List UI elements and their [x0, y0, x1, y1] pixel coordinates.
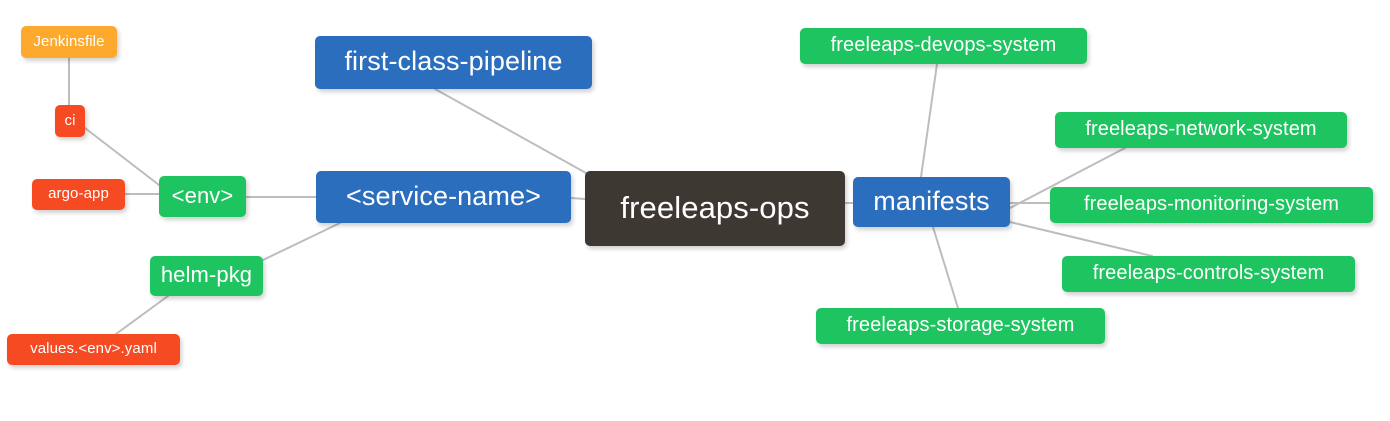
node-freeleaps-controls-system[interactable]: freeleaps-controls-system — [1062, 256, 1355, 292]
node-label: <service-name> — [346, 180, 541, 211]
node-jenkinsfile[interactable]: Jenkinsfile — [21, 26, 117, 58]
node-env[interactable]: <env> — [159, 176, 246, 217]
node-label: helm-pkg — [160, 262, 253, 287]
edge-manifests-storage — [932, 226, 959, 309]
node-label: first-class-pipeline — [344, 46, 563, 76]
node-label: freeleaps-storage-system — [846, 314, 1075, 336]
edge-service-helm — [262, 222, 341, 261]
node-helm-pkg[interactable]: helm-pkg — [150, 256, 263, 296]
edge-manifests-controls — [1009, 221, 1153, 257]
edge-helm-values — [115, 295, 169, 335]
node-ci[interactable]: ci — [55, 105, 85, 137]
edge-manifests-devops — [920, 63, 938, 178]
node-label: Jenkinsfile — [33, 32, 105, 50]
edge-ops-pipeline — [434, 88, 596, 179]
node-label: argo-app — [48, 185, 109, 202]
node-freeleaps-storage-system[interactable]: freeleaps-storage-system — [816, 308, 1105, 344]
node-freeleaps-monitoring-system[interactable]: freeleaps-monitoring-system — [1050, 187, 1373, 223]
node-service-name[interactable]: <service-name> — [316, 171, 571, 223]
node-argo-app[interactable]: argo-app — [32, 179, 125, 210]
node-label: values.<env>.yaml — [30, 340, 157, 357]
node-label: freeleaps-monitoring-system — [1083, 193, 1339, 215]
node-label: freeleaps-devops-system — [830, 34, 1057, 56]
edge-env-ci — [84, 127, 160, 186]
node-values-env-yaml[interactable]: values.<env>.yaml — [7, 334, 180, 365]
node-label: manifests — [873, 185, 990, 216]
node-label: ci — [64, 111, 76, 129]
node-freeleaps-ops[interactable]: freeleaps-ops — [585, 171, 845, 246]
node-label: freeleaps-network-system — [1085, 118, 1317, 140]
node-label: freeleaps-ops — [620, 190, 810, 225]
node-freeleaps-network-system[interactable]: freeleaps-network-system — [1055, 112, 1347, 148]
node-first-class-pipeline[interactable]: first-class-pipeline — [315, 36, 592, 89]
node-freeleaps-devops-system[interactable]: freeleaps-devops-system — [800, 28, 1087, 64]
node-label: <env> — [171, 182, 234, 208]
edge-ops-service — [570, 197, 586, 200]
node-manifests[interactable]: manifests — [853, 177, 1010, 227]
node-label: freeleaps-controls-system — [1092, 262, 1325, 284]
